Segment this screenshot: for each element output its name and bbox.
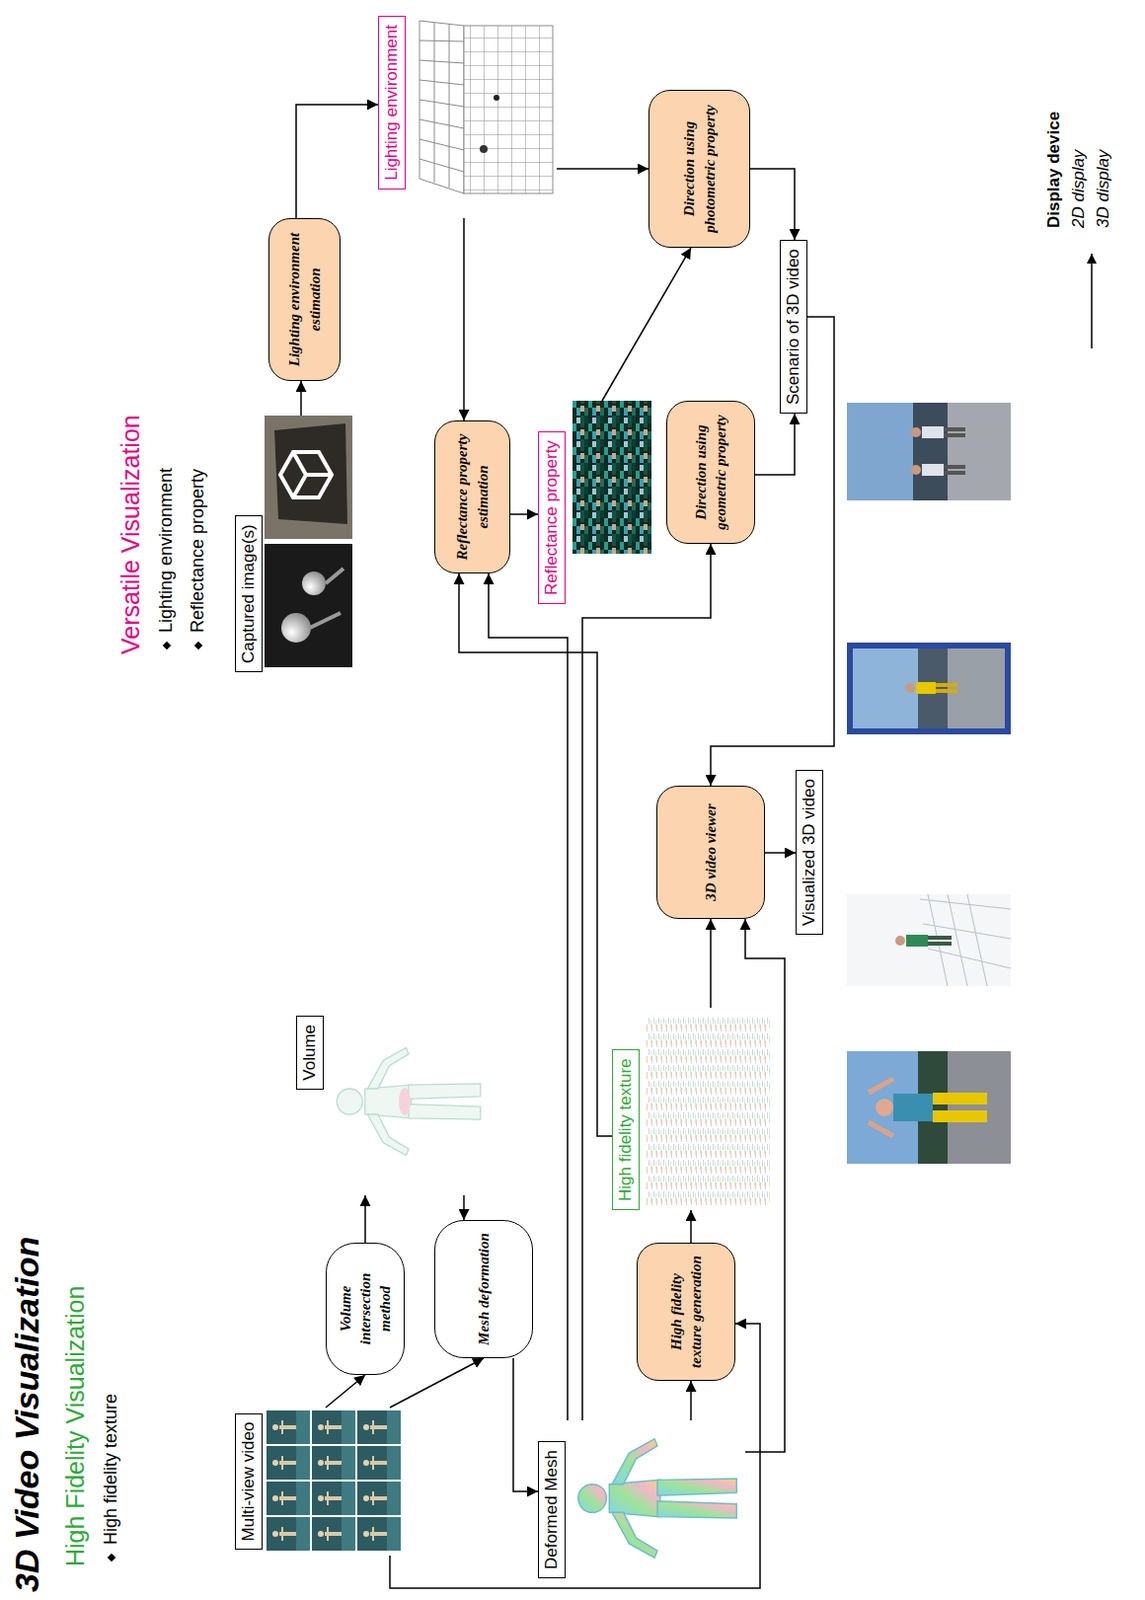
flow-arrow: [745, 918, 785, 1452]
process-box: Direction using geometric property: [666, 400, 756, 544]
data-label: High fidelity texture: [611, 1049, 640, 1211]
text-label: Reflectance property: [187, 468, 209, 633]
text-label: Versatile Visualization: [116, 414, 146, 655]
flow-arrow: [689, 1380, 692, 1421]
data-group: Captured image(s): [234, 415, 353, 673]
data-group: High fidelity texture: [611, 1007, 770, 1211]
deformed-mesh-figure: [578, 1439, 738, 1558]
result-frame-2: [846, 894, 1011, 987]
output-arrow: [1090, 253, 1093, 349]
flow-arrow: [296, 104, 379, 219]
reflectance-map: [572, 400, 652, 554]
text-label: High fidelity texture: [100, 1393, 122, 1545]
label-text: High Fidelity Visualization: [61, 1286, 89, 1567]
multi-view-frames: [266, 1410, 401, 1551]
data-label: Scenario of 3D video: [783, 248, 803, 405]
data-label: Volume: [296, 1015, 324, 1090]
data-label: Visualized 3D video: [799, 778, 819, 926]
data-group: Deformed Mesh: [537, 1420, 746, 1579]
process-text: Reflectance property estimation: [452, 431, 493, 563]
flow-arrow: [710, 316, 835, 786]
data-label: Deformed Mesh: [537, 1441, 566, 1579]
process-box: 3D video viewer: [656, 785, 765, 919]
process-text: Mesh deformation: [473, 1232, 494, 1346]
flow-arrow: [364, 1195, 367, 1243]
text-label: Display device: [1044, 111, 1065, 229]
data-label: Multi-view video: [234, 1413, 263, 1551]
process-text: High fidelity texture generation: [666, 1253, 707, 1371]
data-group: Lighting environment: [378, 15, 557, 219]
result-frame-1: [846, 1051, 1011, 1164]
texture-map: [646, 1017, 770, 1206]
process-text: Volume intersection method: [335, 1253, 396, 1365]
bullet-mark: [162, 641, 171, 650]
bullet-mark: [107, 1553, 116, 1562]
bullet-mark: [194, 641, 203, 650]
title-block: 3D Video Visualization: [7, 1236, 47, 1593]
text-label: 2D display: [1068, 150, 1089, 229]
flow-arrow: [389, 1358, 484, 1408]
process-box: Volume intersection method: [325, 1242, 405, 1375]
diagram-title: 3D Video Visualization: [7, 1236, 46, 1593]
label-text: Versatile Visualization: [116, 414, 145, 655]
text-label: High Fidelity Visualization: [61, 1286, 90, 1567]
process-text: Direction using photometric property: [679, 100, 720, 237]
data-group: Multi-view video: [234, 1407, 403, 1556]
label-text: 2D display: [1068, 150, 1088, 229]
flow-arrow: [689, 1210, 692, 1243]
flow-arrow: [709, 918, 712, 1008]
text-label: Lighting environment: [155, 467, 177, 633]
result-frame-3: [846, 642, 1011, 735]
flow-arrow: [300, 381, 303, 416]
data-label: Captured image(s): [234, 515, 263, 673]
captured-images: [264, 415, 353, 668]
label-text: 3D display: [1093, 150, 1113, 229]
data-label: Reflectance property: [537, 431, 566, 605]
flow-arrow: [755, 413, 795, 475]
process-box: High fidelity texture generation: [636, 1242, 736, 1381]
result-frame-4: [846, 402, 1011, 501]
process-text: 3D video viewer: [700, 803, 721, 901]
process-text: Direction using geometric property: [690, 411, 732, 534]
flow-arrow: [325, 1374, 366, 1408]
process-box: Reflectance property estimation: [434, 420, 511, 574]
flow-arrow: [750, 168, 795, 240]
lighting-grid: [419, 20, 553, 194]
process-box: Lighting environment estimation: [268, 218, 341, 382]
data-label-box: Scenario of 3D video: [779, 239, 808, 414]
data-label-box: Visualized 3D video: [795, 769, 824, 935]
label-text: Lighting environment: [155, 467, 176, 633]
flow-arrow: [602, 247, 691, 401]
text-label: 3D display: [1093, 150, 1114, 229]
flow-arrow: [458, 573, 612, 1137]
label-text: Reflectance property: [187, 468, 208, 633]
data-group: Reflectance property: [537, 400, 652, 605]
label-text: High fidelity texture: [100, 1393, 121, 1545]
label-text: Display device: [1044, 111, 1064, 229]
flow-arrow: [556, 167, 649, 170]
flow-arrow: [510, 513, 538, 516]
flow-arrow: [462, 218, 465, 421]
volume-figure: [336, 1047, 481, 1155]
flow-arrow: [462, 1195, 465, 1221]
data-label: Lighting environment: [378, 15, 406, 190]
process-box: Mesh deformation: [434, 1220, 534, 1359]
data-group: Volume: [296, 1015, 490, 1196]
flow-arrow: [764, 851, 796, 854]
flow-arrow: [513, 1358, 538, 1492]
process-text: Lighting environment estimation: [284, 229, 325, 371]
process-box: Direction using photometric property: [648, 89, 751, 248]
